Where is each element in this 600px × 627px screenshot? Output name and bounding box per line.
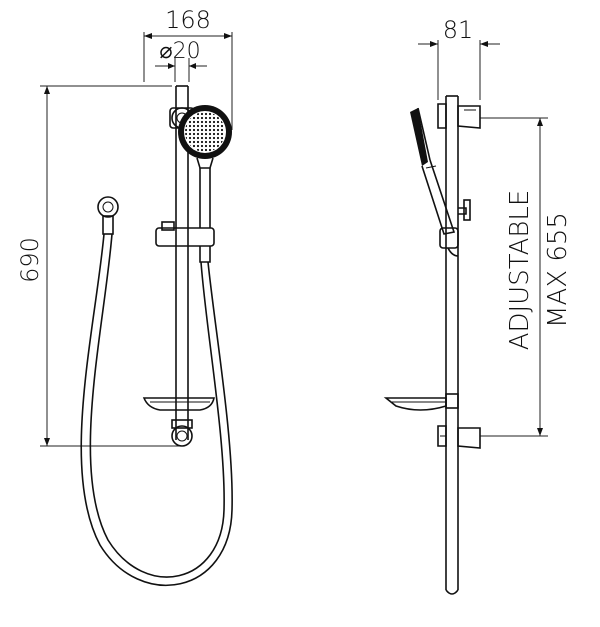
pipe-diameter-label: ⌀20: [159, 39, 200, 64]
adjustable-max-label: MAX 655: [543, 212, 573, 328]
bottom-bracket: [171, 419, 193, 447]
offset-label: 81: [443, 16, 474, 44]
slide-holder: [155, 221, 215, 263]
dimension-offset-81: 81: [418, 16, 500, 100]
hand-shower-head: [178, 105, 232, 169]
dimension-adjustable: ADJUSTABLE MAX 655: [480, 117, 573, 437]
side-hand-shower: [410, 107, 456, 235]
wall-elbow: [97, 196, 119, 235]
hand-shower-handle: [199, 168, 211, 228]
height-overall-label: 690: [16, 237, 44, 283]
side-view: 81 ADJUSTABLE MAX 655: [383, 16, 573, 595]
shower-hose: [80, 233, 233, 587]
side-soap-dish: [383, 393, 459, 411]
dimension-width-168: 168: [143, 6, 233, 130]
front-view: 168 ⌀20 690: [16, 6, 233, 587]
dimension-height-690: 690: [16, 85, 180, 447]
side-bottom-bracket: [437, 425, 481, 449]
soap-dish: [142, 397, 215, 411]
side-rail: [445, 95, 459, 595]
side-top-bracket: [437, 103, 481, 129]
width-overall-label: 168: [165, 6, 211, 34]
adjustable-label: ADJUSTABLE: [505, 190, 535, 351]
side-slide-holder: [439, 199, 471, 257]
dimension-diameter-20: ⌀20: [155, 39, 207, 82]
